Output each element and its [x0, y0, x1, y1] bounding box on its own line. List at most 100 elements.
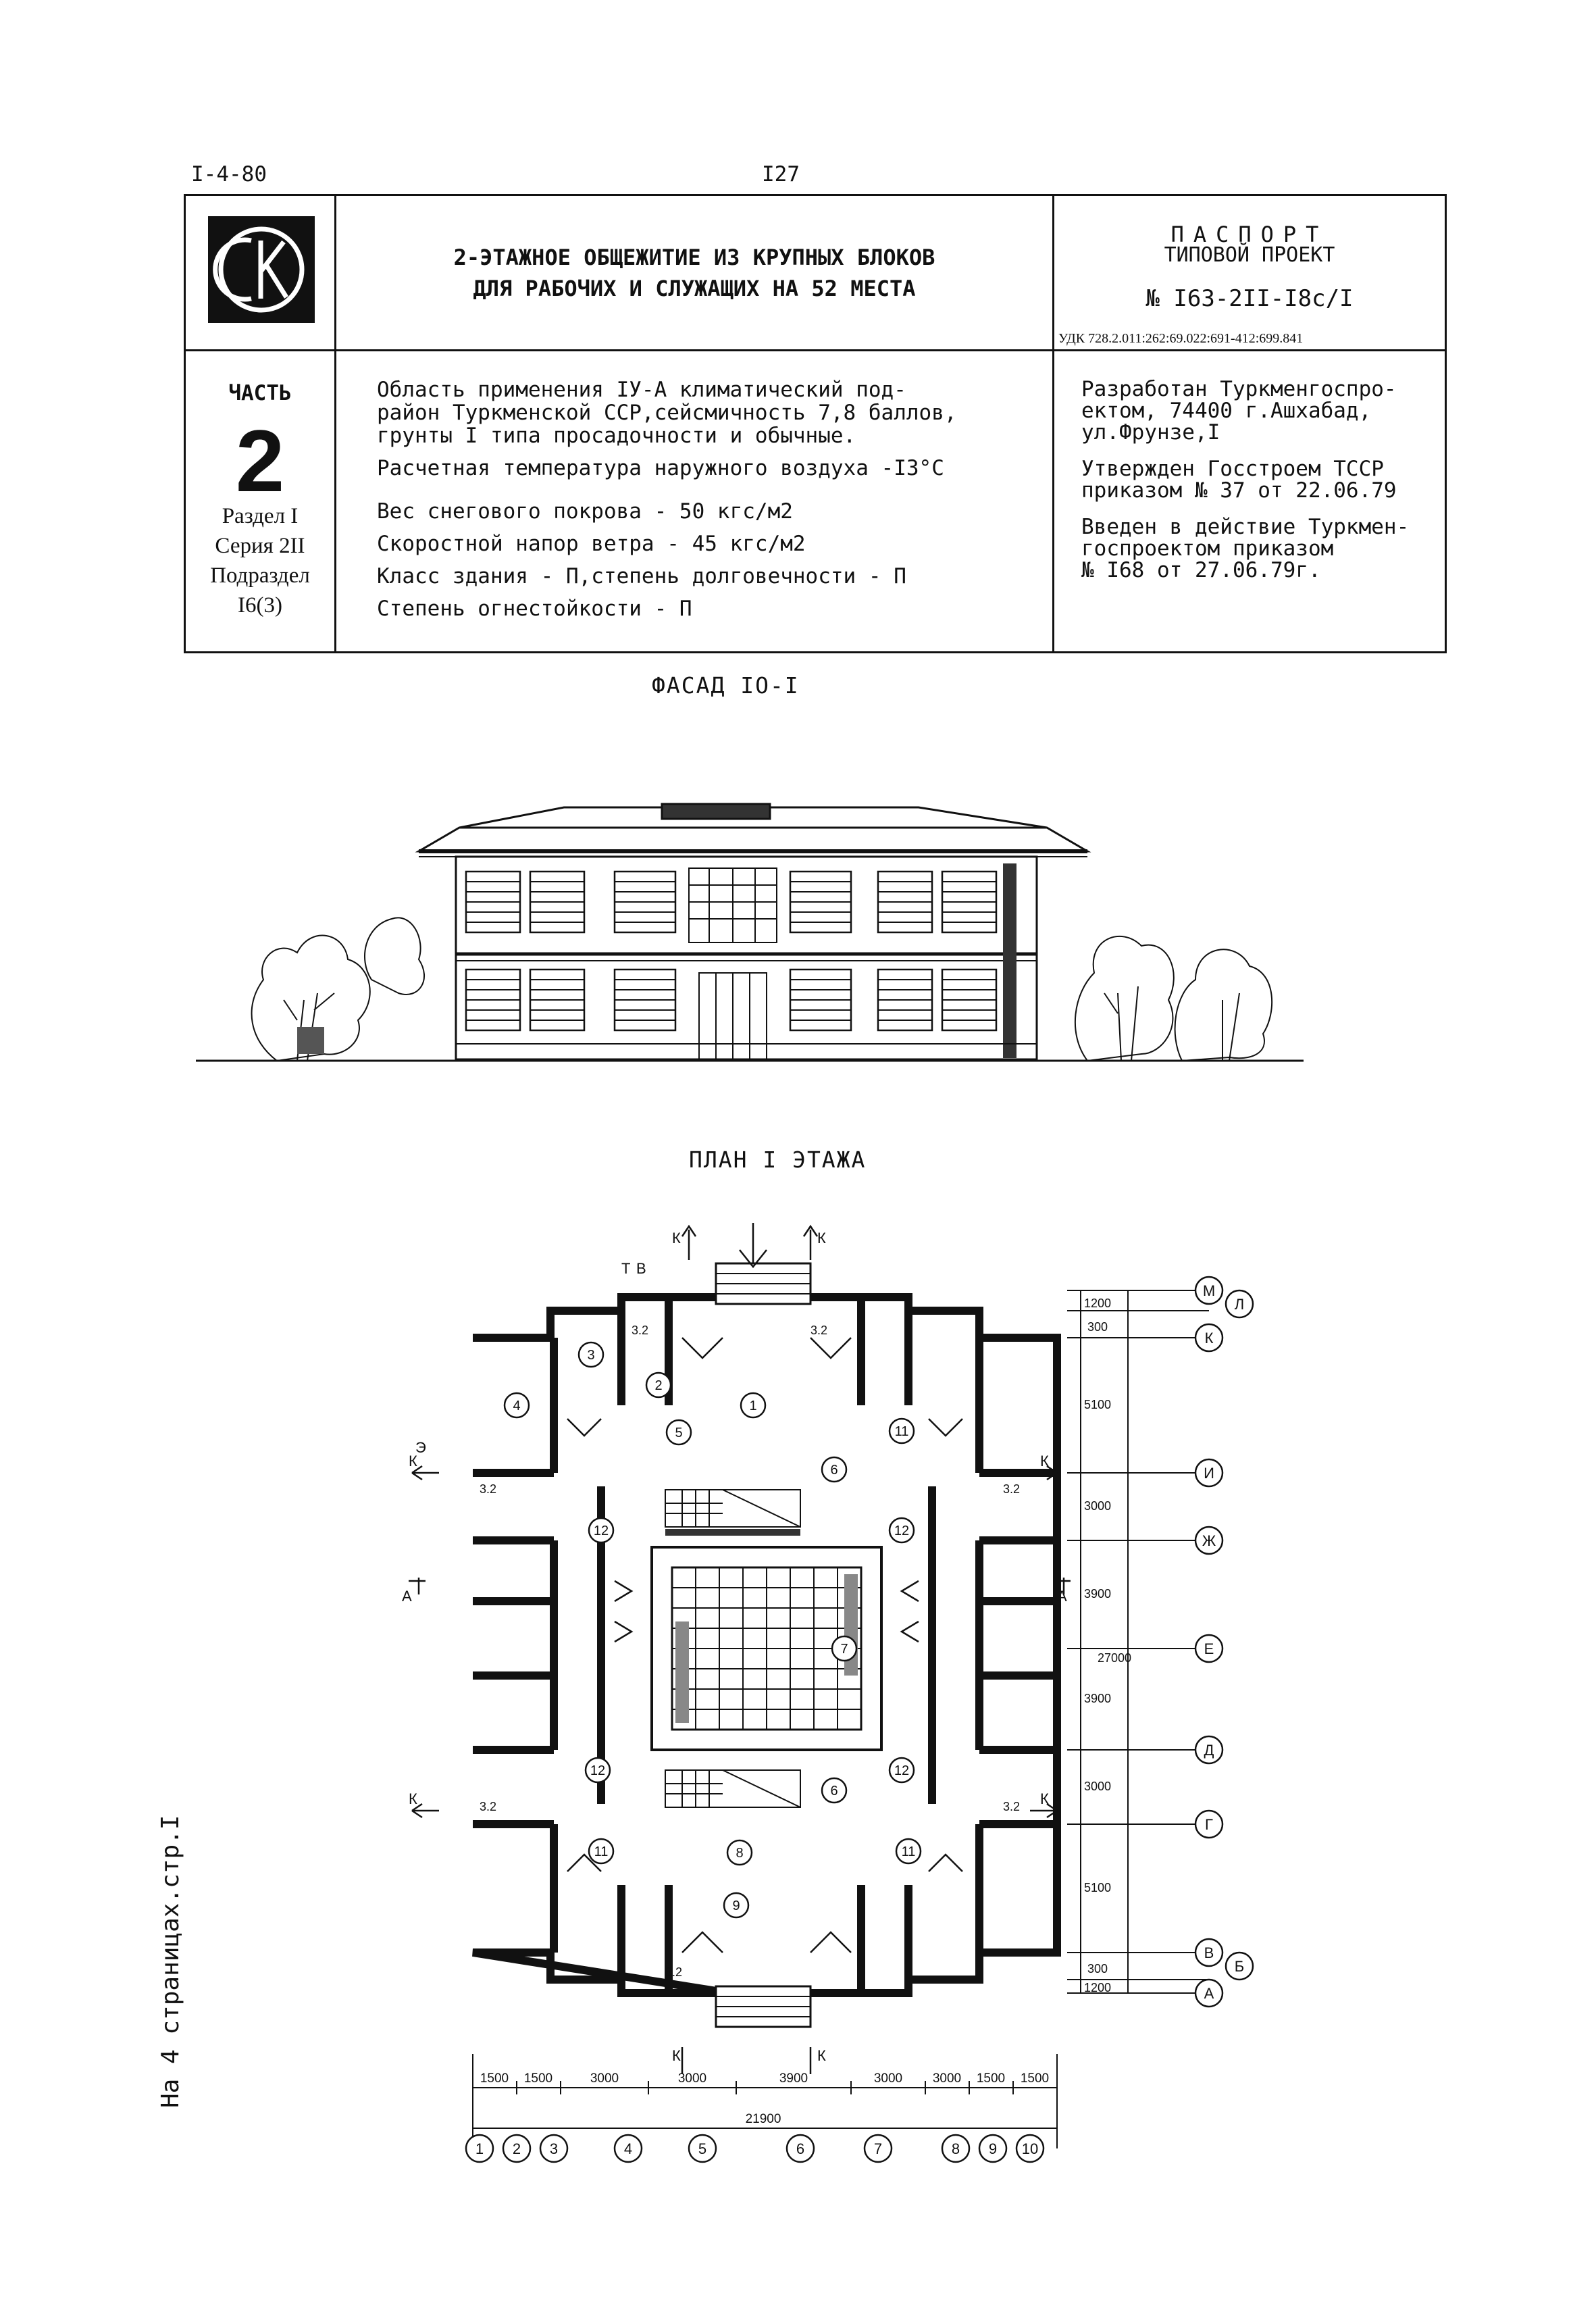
- room-label: 11: [895, 1424, 909, 1439]
- dim-bottom: 3900: [779, 2071, 808, 2086]
- planter-left: [675, 1621, 689, 1723]
- dim-bottom: 1500: [977, 2071, 1005, 2086]
- dim-right: 3000: [1084, 1499, 1111, 1513]
- section-mark: К: [409, 1790, 417, 1807]
- area-label: 3.2: [1003, 1482, 1020, 1496]
- page-number: I27: [762, 162, 800, 186]
- dim-bottom: 3000: [874, 2071, 902, 2086]
- passport-word: ПАСПОРТ: [1170, 222, 1329, 247]
- part-label: ЧАСТЬ: [228, 381, 292, 405]
- area-label: 3.2: [1003, 1800, 1020, 1813]
- temperature-spec: Расчетная температура наружного воздуха …: [377, 456, 944, 480]
- project-title-line1: 2-ЭТАЖНОЕ ОБЩЕЖИТИЕ ИЗ КРУПНЫХ БЛОКОВ: [453, 244, 935, 270]
- axis-label: 4: [624, 2140, 632, 2157]
- section-mark: Т: [621, 1260, 630, 1277]
- room-label: 9: [732, 1898, 740, 1913]
- passport-id-cell: ПАСПОРТ ТИПОВОЙ ПРОЕКТ № I63-2II-I8с/I У…: [1052, 194, 1447, 351]
- room-label: 3: [587, 1348, 594, 1363]
- area-label: 3.2: [665, 1965, 682, 1979]
- dim-bottom: 1500: [1021, 2071, 1049, 2086]
- section-arrows: [409, 1223, 1071, 2074]
- axis-label: Г: [1205, 1816, 1213, 1833]
- project-number: № I63-2II-I8с/I: [1145, 285, 1354, 312]
- scope-line1: Область применения IУ-А климатический по…: [377, 378, 906, 402]
- section-mark: К: [1040, 1453, 1049, 1469]
- axis-bubbles-right: [1194, 1276, 1254, 2008]
- axis-label: 2: [513, 2140, 521, 2157]
- enacted-line2: госпроектом приказом: [1081, 536, 1334, 561]
- axis-label: М: [1203, 1282, 1215, 1299]
- room-label: 2: [654, 1378, 662, 1393]
- courtyard-grid: [672, 1567, 861, 1730]
- project-title-line2: ДЛЯ РАБОЧИХ И СЛУЖАЩИХ НА 52 МЕСТА: [473, 275, 916, 301]
- room-label: 6: [830, 1463, 838, 1478]
- logo-cell: [184, 194, 336, 351]
- dim-total-width: 21900: [746, 2112, 781, 2126]
- sk-logo-icon: [213, 226, 305, 313]
- axis-label: 1: [475, 2140, 484, 2157]
- passport-table: 2-ЭТАЖНОЕ ОБЩЕЖИТИЕ ИЗ КРУПНЫХ БЛОКОВ ДЛ…: [184, 194, 1447, 653]
- room-label: 12: [594, 1524, 609, 1538]
- axis-label: В: [1204, 1944, 1214, 1961]
- right-dimension-lines: [1067, 1290, 1209, 1994]
- dim-bottom: 1500: [524, 2071, 552, 2086]
- dim-right: 5100: [1084, 1881, 1111, 1894]
- wind-load-spec: Скоростной напор ветра - 45 кгс/м2: [377, 532, 806, 556]
- axis-bubbles-bottom: [465, 2134, 1045, 2163]
- dim-right: 3000: [1084, 1780, 1111, 1793]
- stairs-south: [665, 1769, 801, 1808]
- axis-label: 3: [550, 2140, 558, 2157]
- room-label: 8: [736, 1846, 743, 1861]
- sk-logo: [208, 216, 315, 323]
- axis-label: 6: [796, 2140, 804, 2157]
- dim-right: 5100: [1084, 1398, 1111, 1411]
- approved-line1: Утвержден Госстроем ТССР: [1081, 457, 1384, 481]
- axis-label: Л: [1235, 1296, 1244, 1313]
- plan-caption: ПЛАН I ЭТАЖА: [689, 1147, 867, 1173]
- room-label: 1: [749, 1399, 756, 1413]
- scope-line2: район Туркменской ССР,сейсмичность 7,8 б…: [377, 401, 957, 425]
- developed-line2: ектом, 74400 г.Ашхабад,: [1081, 399, 1372, 423]
- snow-load-spec: Вес снегового покрова - 50 кгс/м2: [377, 499, 793, 524]
- section-mark: К: [817, 1230, 826, 1247]
- axis-label: 8: [952, 2140, 960, 2157]
- room-label: 11: [902, 1844, 916, 1859]
- enacted-line3: № I68 от 27.06.79г.: [1081, 558, 1321, 582]
- facade-drawing: [196, 803, 1304, 1062]
- stairs-north: [665, 1489, 801, 1528]
- dim-right: 3900: [1084, 1587, 1111, 1601]
- stair-glazing: [688, 867, 777, 1060]
- room-label: 12: [590, 1763, 605, 1778]
- part-cell: ЧАСТЬ 2 Раздел I Серия 2II Подраздел I6(…: [184, 349, 336, 653]
- area-label: 3.2: [810, 1324, 827, 1337]
- subsection-label: Подраздел: [210, 563, 310, 588]
- subsection-value: I6(3): [238, 593, 282, 618]
- side-note: На 4 страницах.стр.I: [157, 1815, 184, 2108]
- dim-right: 1200: [1084, 1981, 1111, 1994]
- room-label: 11: [594, 1844, 609, 1859]
- scope-line3: грунты I типа просадочности и обычные.: [377, 424, 856, 448]
- dim-bottom: 1500: [480, 2071, 509, 2086]
- dim-bottom: 3000: [933, 2071, 961, 2086]
- axis-label: 10: [1022, 2140, 1038, 2157]
- room-label: 12: [894, 1763, 909, 1778]
- dark-pier: [1003, 863, 1016, 1058]
- area-label: 3.2: [632, 1324, 648, 1337]
- approval-cell: Разработан Туркменгоспро- ектом, 74400 г…: [1052, 349, 1447, 653]
- developed-line3: ул.Фрунзе,I: [1081, 420, 1220, 445]
- dim-right: 3900: [1084, 1692, 1111, 1705]
- part-number: 2: [235, 411, 285, 510]
- dim-bottom: 3000: [678, 2071, 706, 2086]
- project-title-cell: 2-ЭТАЖНОЕ ОБЩЕЖИТИЕ ИЗ КРУПНЫХ БЛОКОВ ДЛ…: [334, 194, 1054, 351]
- room-markers: [503, 1341, 922, 1919]
- dim-right: 300: [1087, 1962, 1108, 1976]
- axis-label: 9: [989, 2140, 997, 2157]
- dim-total-height: 27000: [1098, 1651, 1131, 1665]
- building-class-spec: Класс здания - П,степень долговечности -…: [377, 564, 906, 588]
- section-mark: К: [1040, 1790, 1049, 1807]
- section-mark: А: [1057, 1588, 1067, 1605]
- section-mark: К: [672, 2047, 681, 2064]
- room-label: 12: [894, 1524, 909, 1538]
- floor-plan: 4 3 2 1 5 11 12 12 6 7 6 12 12 11 11 8 9…: [402, 1223, 1254, 2163]
- specs-cell: Область применения IУ-А климатический по…: [334, 349, 1054, 653]
